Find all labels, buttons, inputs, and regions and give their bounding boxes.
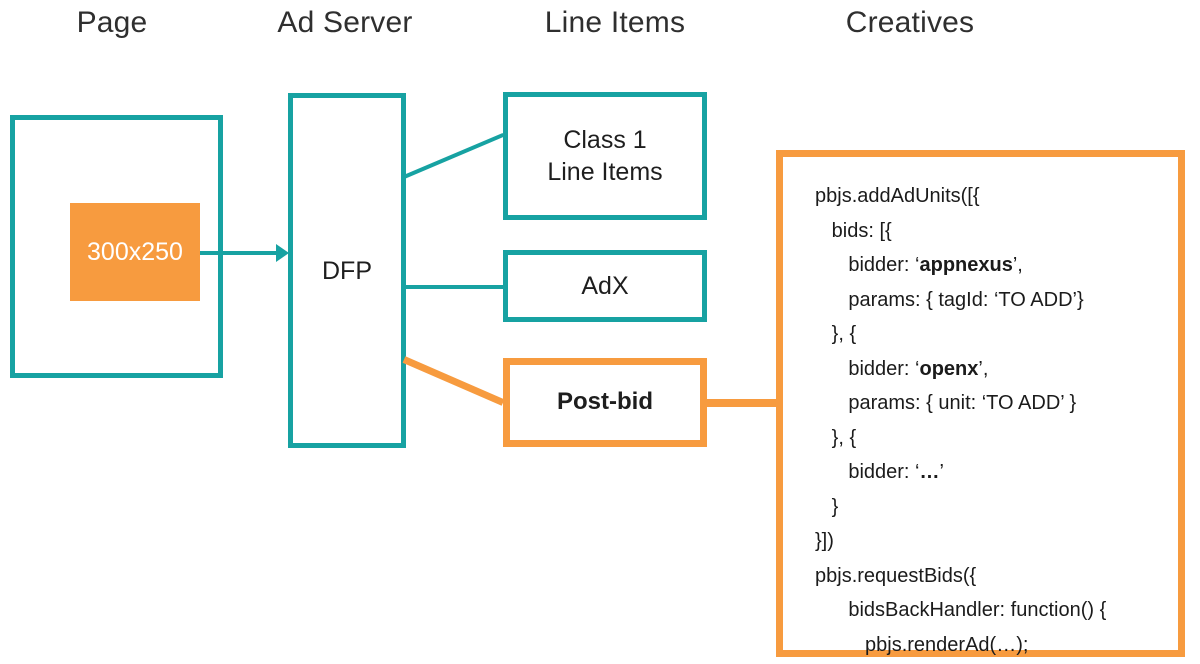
code-line: } [815, 495, 839, 518]
code-bidder-name: openx [919, 357, 979, 380]
post-bid-box: Post-bid [503, 358, 707, 447]
code-line: bidsBackHandler: function() { [815, 599, 1107, 621]
adx-label: AdX [581, 272, 629, 300]
code-line: }]) [815, 530, 834, 552]
connector-dfp-to-class1 [403, 132, 505, 179]
dfp-label: DFP [322, 256, 372, 285]
code-line: }, { [815, 426, 857, 449]
connector-page-to-dfp [200, 251, 286, 255]
column-heading-ad-server: Ad Server [277, 6, 413, 39]
code-bidder-name: … [919, 461, 940, 483]
ad-slot-label: 300x250 [87, 237, 183, 266]
code-line: pbjs.addAdUnits([{ [815, 185, 980, 207]
code-line: bidder: ‘…’ [815, 461, 944, 483]
code-line: pbjs.requestBids({ [815, 564, 977, 587]
arrowhead-icon [276, 244, 289, 262]
code-line: }, { [815, 323, 857, 345]
creatives-code-block: pbjs.addAdUnits([{ bids: [{ bidder: ‘app… [815, 179, 1106, 664]
connector-dfp-to-adx [404, 285, 506, 289]
code-line: params: { unit: ‘TO ADD’ } [815, 392, 1077, 414]
ad-slot-300x250: 300x250 [70, 203, 200, 301]
adx-box: AdX [503, 250, 707, 322]
code-bidder-name: appnexus [919, 254, 1013, 276]
creatives-code-panel: pbjs.addAdUnits([{ bids: [{ bidder: ‘app… [776, 150, 1185, 657]
column-heading-line-items: Line Items [544, 6, 686, 39]
code-line: params: { tagId: ‘TO ADD’} [815, 288, 1084, 311]
class1-line-items-label: Class 1 Line Items [547, 126, 663, 186]
code-line: bidder: ‘openx’, [815, 357, 989, 380]
column-heading-creatives: Creatives [845, 6, 975, 39]
connector-postbid-to-creatives [700, 399, 784, 407]
column-heading-page: Page [76, 6, 148, 39]
post-bid-label: Post-bid [557, 388, 653, 416]
code-line: bidder: ‘appnexus’, [815, 254, 1023, 276]
dfp-box: DFP [288, 93, 406, 448]
class1-line-items-box: Class 1 Line Items [503, 92, 707, 220]
connector-dfp-to-postbid [402, 356, 505, 406]
code-line: bids: [{ [815, 219, 892, 242]
code-line: pbjs.renderAd(…); [815, 633, 1029, 656]
